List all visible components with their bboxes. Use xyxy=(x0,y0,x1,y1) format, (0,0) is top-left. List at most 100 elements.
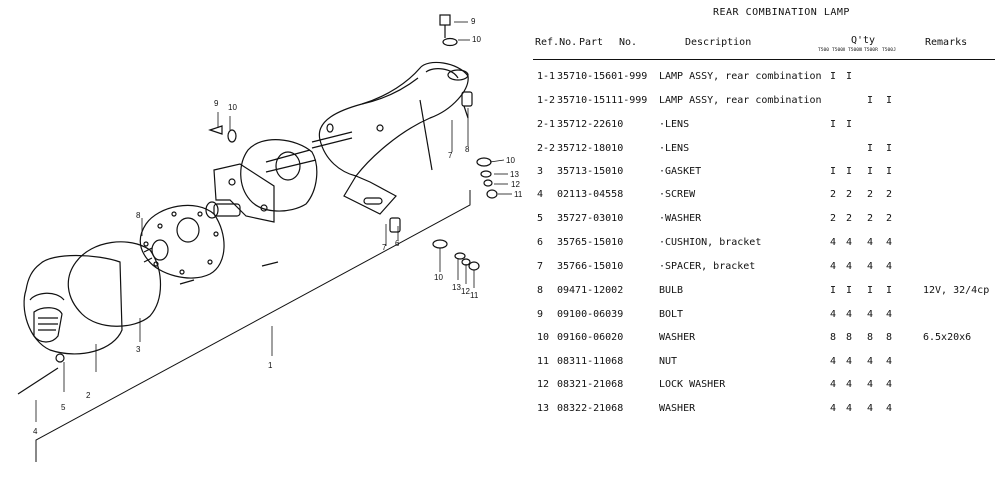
qty-4: I xyxy=(886,166,893,177)
qty-4: I xyxy=(886,285,893,296)
ref-no: 1-1 xyxy=(537,71,556,82)
qty-3: 8 xyxy=(867,332,874,343)
qty-1: I xyxy=(830,166,837,177)
qty-4: I xyxy=(886,143,893,154)
part-number: 08311-11068 xyxy=(557,356,624,367)
qty-4: 2 xyxy=(886,213,893,224)
description: ·GASKET xyxy=(659,166,702,177)
qty-1: 2 xyxy=(830,213,837,224)
table-row: 1-1 35710-15601-999 LAMP ASSY, rear comb… xyxy=(525,71,1000,89)
qty-4: I xyxy=(886,95,893,106)
model-col-2: T500Ⅱ xyxy=(832,48,846,53)
description: WASHER xyxy=(659,332,696,343)
qty-4: 4 xyxy=(886,379,893,390)
callout-7: 7 xyxy=(382,243,387,252)
description: ·SCREW xyxy=(659,189,696,200)
gasket xyxy=(67,241,161,327)
table-row: 1-2 35710-15111-999 LAMP ASSY, rear comb… xyxy=(525,95,1000,113)
qty-1: 4 xyxy=(830,237,837,248)
qty-2: 8 xyxy=(846,332,853,343)
header-part: Part xyxy=(579,37,604,48)
table-row: 7 35766-15010 ·SPACER, bracket 4 4 4 4 xyxy=(525,261,1000,279)
qty-2: 4 xyxy=(846,379,853,390)
ref-no: 6 xyxy=(537,237,544,248)
part-number: 09471-12002 xyxy=(557,285,624,296)
qty-4: 2 xyxy=(886,189,893,200)
qty-3: 2 xyxy=(867,189,874,200)
callout-1: 1 xyxy=(268,361,273,370)
qty-2: 4 xyxy=(846,237,853,248)
part-number: 09160-06020 xyxy=(557,332,624,343)
ref-no: 3 xyxy=(537,166,544,177)
qty-2: I xyxy=(846,119,853,130)
callout-5: 5 xyxy=(61,403,66,412)
callout-9: 9 xyxy=(214,99,219,108)
qty-3: 4 xyxy=(867,261,874,272)
model-col-4: T500R xyxy=(864,48,878,53)
callout-7: 7 xyxy=(448,151,453,160)
qty-3: I xyxy=(867,285,874,296)
qty-1: I xyxy=(830,285,837,296)
description: WASHER xyxy=(659,403,696,414)
part-number: 35713-15010 xyxy=(557,166,624,177)
callout-2: 2 xyxy=(86,391,91,400)
part-number: 02113-04558 xyxy=(557,189,624,200)
qty-1: 4 xyxy=(830,403,837,414)
description: LAMP ASSY, rear combination xyxy=(659,95,822,106)
description: LAMP ASSY, rear combination xyxy=(659,71,822,82)
qty-3: 4 xyxy=(867,309,874,320)
header-qty: Q'ty xyxy=(851,35,876,46)
qty-1: 2 xyxy=(830,189,837,200)
callout-13: 13 xyxy=(510,170,519,179)
part-number: 35765-15010 xyxy=(557,237,624,248)
qty-4: 4 xyxy=(886,403,893,414)
qty-2: I xyxy=(846,166,853,177)
mount-rod xyxy=(311,131,353,149)
callout-10: 10 xyxy=(434,273,443,282)
qty-2: I xyxy=(846,285,853,296)
header-description: Description xyxy=(685,37,752,48)
part-number: 35766-15010 xyxy=(557,261,624,272)
qty-2: 4 xyxy=(846,261,853,272)
reflector-plate xyxy=(139,204,225,279)
qty-4: 4 xyxy=(886,261,893,272)
callout-10: 10 xyxy=(506,156,515,165)
qty-1: I xyxy=(830,119,837,130)
qty-1: 4 xyxy=(830,309,837,320)
table-row: 12 08321-21068 LOCK WASHER 4 4 4 4 xyxy=(525,379,1000,397)
ref-no: 13 xyxy=(537,403,550,414)
qty-3: I xyxy=(867,143,874,154)
table-row: 6 35765-15010 ·CUSHION, bracket 4 4 4 4 xyxy=(525,237,1000,255)
qty-3: 4 xyxy=(867,403,874,414)
qty-1: 4 xyxy=(830,379,837,390)
ref-no: 4 xyxy=(537,189,544,200)
ref-no: 9 xyxy=(537,309,544,320)
callout-11: 11 xyxy=(514,190,523,199)
qty-1: 4 xyxy=(830,356,837,367)
qty-2: 2 xyxy=(846,189,853,200)
long-screw xyxy=(17,367,59,395)
table-row: 8 09471-12002 BULB I I I I 12V, 32/4cp xyxy=(525,285,1000,303)
model-col-5: T500J xyxy=(882,48,896,53)
part-number: 35710-15601-999 xyxy=(557,71,648,82)
part-number: 35710-15111-999 xyxy=(557,95,648,106)
callout-8: 8 xyxy=(136,211,141,220)
part-number: 09100-06039 xyxy=(557,309,624,320)
ref-no: 10 xyxy=(537,332,550,343)
table-row: 5 35727-03010 ·WASHER 2 2 2 2 xyxy=(525,213,1000,231)
callout-12: 12 xyxy=(461,287,470,296)
qty-3: I xyxy=(867,166,874,177)
header-ref-no: Ref.No. xyxy=(535,37,578,48)
remarks: 6.5x20x6 xyxy=(923,332,972,343)
bulb-socket xyxy=(205,201,241,219)
callout-11: 11 xyxy=(470,291,479,300)
exploded-diagram: 9 10 9 10 8 7 10 13 12 11 7 6 8 3 2 1 5 … xyxy=(17,14,523,462)
qty-4: 4 xyxy=(886,309,893,320)
ref-no: 12 xyxy=(537,379,550,390)
part-number: 35712-18010 xyxy=(557,143,624,154)
model-col-3: T500Ⅲ xyxy=(848,48,863,53)
description: ·WASHER xyxy=(659,213,702,224)
table-row: 9 09100-06039 BOLT 4 4 4 4 xyxy=(525,309,1000,327)
bracket xyxy=(213,163,275,223)
